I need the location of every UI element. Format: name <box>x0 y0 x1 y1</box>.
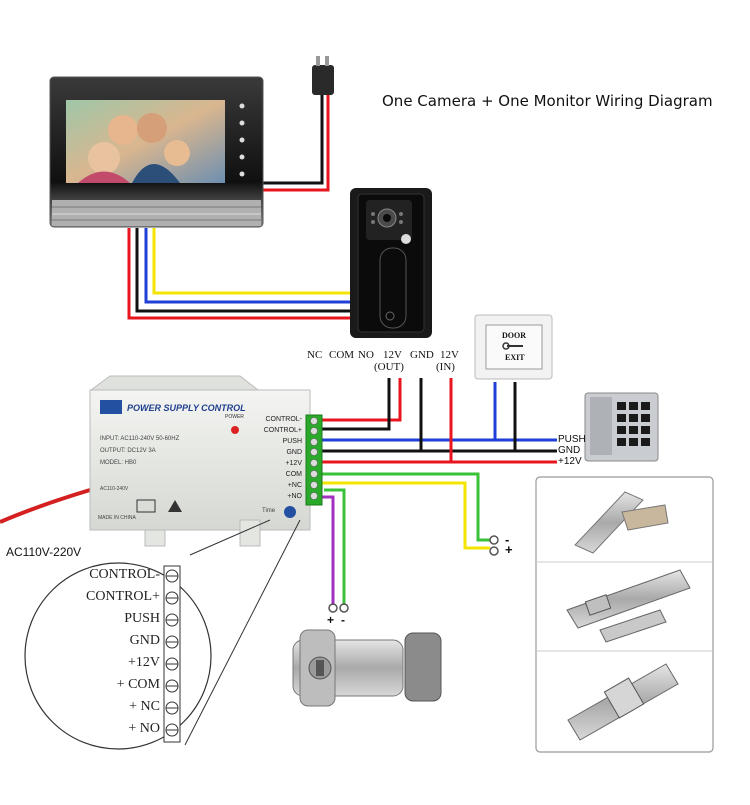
zoom-term-push: PUSH <box>124 611 160 626</box>
door-exit-button <box>474 314 553 380</box>
psu-term-nc: +NC <box>287 482 302 489</box>
power-supply <box>89 375 323 547</box>
psu-term-push: PUSH <box>282 438 302 445</box>
wire-adapter-red <box>248 95 330 192</box>
electric-bolt-lock <box>566 569 691 643</box>
wires <box>0 95 557 605</box>
exit-button-line1: DOOR <box>502 331 526 340</box>
wire-cam-black <box>135 228 357 313</box>
term-label-12v-in: 12V <box>440 349 459 361</box>
psu-made-in: MADE IN CHINA <box>98 515 136 521</box>
zoom-term-gnd: GND <box>129 633 160 648</box>
mute-icon <box>239 103 245 109</box>
term-sublabel-out: (OUT) <box>374 361 404 373</box>
wire-nc-red <box>322 378 402 422</box>
keypad-label-push: PUSH <box>558 434 586 445</box>
term-label-no: NO <box>358 349 374 361</box>
power-adapter <box>312 56 334 95</box>
term-sublabel-in: (IN) <box>436 361 455 373</box>
psu-output: OUTPUT: DC12V 3A <box>100 448 156 454</box>
term-label-com: COM <box>329 349 355 361</box>
term-label-nc: NC <box>307 349 323 361</box>
psu-term-control-plus: CONTROL+ <box>263 427 302 434</box>
monitor-icon <box>239 154 245 160</box>
psu-power-label: POWER <box>225 414 244 420</box>
psu-term-no: +NO <box>287 493 302 500</box>
keypad-label-gnd: GND <box>558 445 581 456</box>
timer-knob <box>284 506 296 518</box>
zoom-callout <box>24 519 301 750</box>
electric-lock <box>292 629 442 707</box>
zoom-term-com: + COM <box>116 677 160 692</box>
zoom-term-12v: +12V <box>127 655 160 670</box>
wire-cam-yellow <box>152 228 357 295</box>
lock-options-panel <box>535 476 714 753</box>
diagram-title: One Camera + One Monitor Wiring Diagram <box>382 92 713 110</box>
monitor-buttons <box>239 103 245 177</box>
wire-lock-green <box>322 472 490 542</box>
unlock-icon <box>239 137 245 143</box>
lock-output-plus: + <box>505 542 513 557</box>
psu-term-gnd: GND <box>286 449 302 456</box>
wire-ac <box>0 488 91 524</box>
psu-term-com: COM <box>285 471 302 478</box>
ce-mark <box>136 499 156 513</box>
psu-term-12v: +12V <box>285 460 302 467</box>
psu-input: INPUT: AC110-240V 50-60HZ <box>100 436 180 442</box>
door-camera <box>350 188 432 338</box>
menu-icon <box>239 171 245 177</box>
zoom-term-nc: + NC <box>129 699 160 714</box>
zoom-term-control-minus: CONTROL- <box>89 567 160 582</box>
term-label-12v-out: 12V <box>383 349 402 361</box>
music-icon <box>239 120 245 126</box>
wire-adapter-black <box>248 95 324 185</box>
psu-term-control-minus: CONTROL- <box>265 416 302 423</box>
wire-connectors <box>328 535 499 613</box>
wire-cam-blue <box>144 228 357 304</box>
wire-elock-green <box>324 488 346 605</box>
term-label-gnd: GND <box>410 349 434 361</box>
wire-com-black <box>322 378 391 431</box>
psu-brand: POWER SUPPLY CONTROL <box>127 403 246 413</box>
zoom-term-control-plus: CONTROL+ <box>85 589 160 604</box>
elock-minus: - <box>341 613 345 627</box>
power-led <box>231 426 239 434</box>
monitor <box>49 76 264 228</box>
wire-elock-purple <box>322 495 335 605</box>
keypad <box>584 392 659 462</box>
exit-button-line2: EXIT <box>505 353 525 362</box>
electric-strike-lock <box>567 663 679 741</box>
magnetic-lock <box>574 491 669 554</box>
lock-output-minus: - <box>505 532 510 547</box>
psu-voltage-range: AC110-240V <box>100 486 129 492</box>
zoom-term-no: + NO <box>128 721 160 736</box>
psu-time-label: Time <box>262 508 276 514</box>
ac-input-label: AC110V-220V <box>6 545 82 559</box>
wire-lock-yellow <box>322 481 490 550</box>
elock-plus: + <box>327 613 335 627</box>
wire-cam-red <box>127 228 357 320</box>
keypad-label-12v: +12V <box>558 456 582 467</box>
warning-icon <box>168 500 182 512</box>
psu-model: MODEL: HB0 <box>100 460 137 466</box>
call-button <box>401 234 411 244</box>
brand-logo <box>100 400 122 414</box>
key-icon <box>502 342 510 350</box>
